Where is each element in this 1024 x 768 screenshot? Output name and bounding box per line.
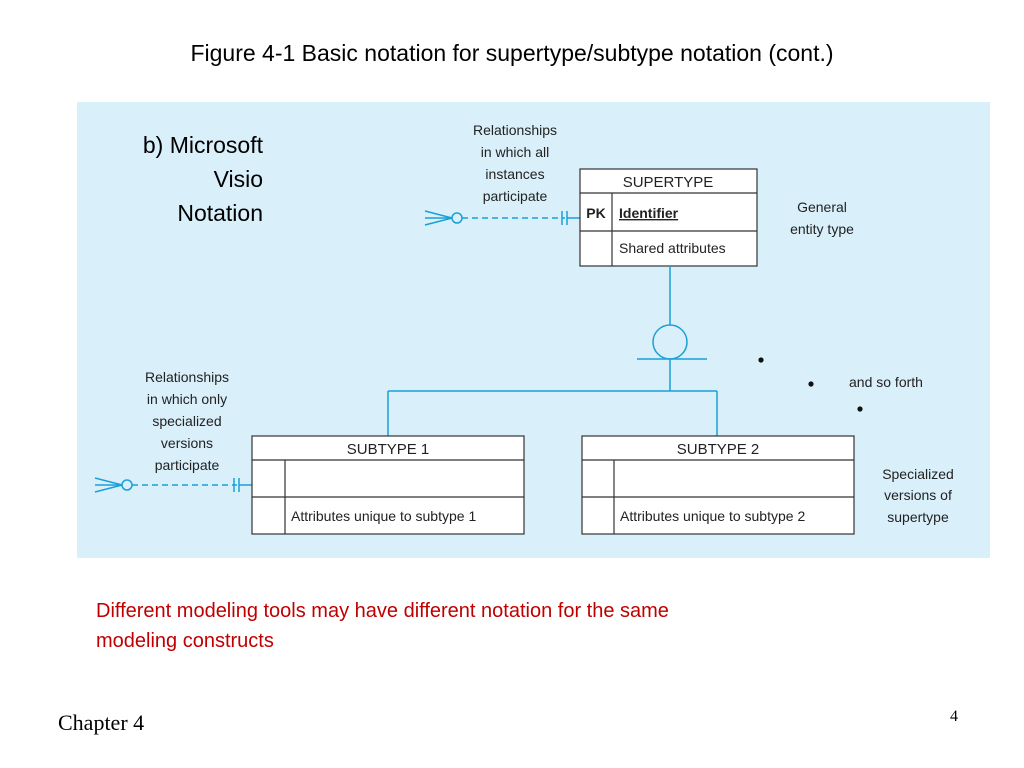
- annotation-line: supertype: [887, 509, 949, 525]
- bullet-dot: [857, 406, 863, 412]
- annotation-line: Specialized: [882, 466, 954, 482]
- subtype1-relationship-connector: [94, 477, 252, 493]
- shared-attributes: Shared attributes: [619, 240, 726, 256]
- annotation-specialized-versions: Specialized versions of supertype: [882, 466, 954, 525]
- notation-label-line: Notation: [177, 200, 263, 226]
- note-line: Different modeling tools may have differ…: [96, 600, 669, 622]
- subtype1-name: SUBTYPE 1: [347, 441, 430, 458]
- notation-label-line: Visio: [213, 166, 263, 192]
- notation-label: b) Microsoft Visio Notation: [143, 128, 263, 230]
- annotation-all-instances: Relationships in which all instances par…: [473, 122, 557, 204]
- identifier-attribute: Identifier: [619, 205, 679, 221]
- subtype1-entity: SUBTYPE 1 Attributes unique to subtype 1: [251, 435, 525, 535]
- slide-title: Figure 4-1 Basic notation for supertype/…: [190, 40, 834, 66]
- annotation-line: participate: [155, 457, 220, 473]
- annotation-line: in which only: [147, 391, 227, 407]
- annotation-line: Relationships: [473, 122, 557, 138]
- supertype-relationship-connector: [424, 210, 580, 226]
- category-connector: [387, 266, 718, 436]
- note-line: modeling constructs: [96, 630, 274, 652]
- annotation-general-entity: General entity type: [790, 199, 854, 237]
- subtype1-attributes: Attributes unique to subtype 1: [291, 508, 476, 524]
- crows-foot-line: [424, 217, 453, 226]
- supertype-entity: SUPERTYPE PK Identifier Shared attribute…: [579, 168, 758, 267]
- optional-circle-icon: [121, 479, 133, 491]
- annotation-line: in which all: [481, 144, 549, 160]
- subtype2-attributes: Attributes unique to subtype 2: [620, 508, 805, 524]
- notation-label-line: b) Microsoft: [142, 132, 263, 158]
- annotation-line: General: [797, 199, 847, 215]
- supertype-name: SUPERTYPE: [623, 174, 714, 191]
- category-circle-icon: [652, 324, 688, 360]
- annotation-specialized-only: Relationships in which only specialized …: [145, 369, 229, 473]
- annotation-line: versions: [161, 435, 213, 451]
- diagram-panel: b) Microsoft Visio Notation Relationship…: [77, 102, 990, 558]
- note-text: Different modeling tools may have differ…: [96, 596, 856, 656]
- er-diagram: Relationships in which all instances par…: [94, 122, 954, 535]
- subtype2-entity: SUBTYPE 2 Attributes unique to subtype 2: [581, 435, 855, 535]
- annotation-line: entity type: [790, 221, 854, 237]
- annotation-line: specialized: [152, 413, 221, 429]
- crows-foot-line: [424, 210, 453, 219]
- page-number: 4: [950, 708, 958, 725]
- bullet-dot: [808, 381, 814, 387]
- crows-foot-line: [94, 484, 123, 493]
- pk-label: PK: [586, 205, 605, 221]
- subtype2-name: SUBTYPE 2: [677, 441, 760, 458]
- and-so-forth-label: and so forth: [849, 374, 923, 390]
- bullet-dot: [758, 357, 764, 363]
- annotation-line: Relationships: [145, 369, 229, 385]
- annotation-line: versions of: [884, 487, 952, 503]
- footer-chapter: Chapter 4: [58, 710, 145, 735]
- annotation-line: instances: [485, 166, 544, 182]
- optional-circle-icon: [451, 212, 463, 224]
- annotation-line: participate: [483, 188, 548, 204]
- crows-foot-line: [94, 477, 123, 486]
- and-so-forth-marker: and so forth: [758, 357, 923, 412]
